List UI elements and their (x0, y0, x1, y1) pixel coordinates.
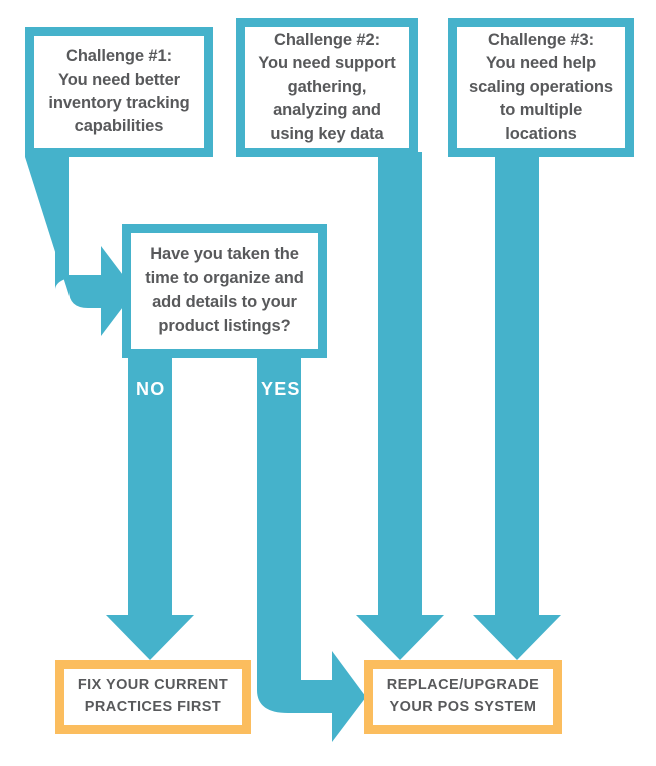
connector-challenge2-to-replace (356, 152, 444, 660)
outcome-replace-text: REPLACE/UPGRADE YOUR POS SYSTEM (386, 677, 540, 715)
outcome-box-replace: REPLACE/UPGRADE YOUR POS SYSTEM (364, 660, 562, 734)
connector-challenge1-elbow (25, 152, 102, 308)
outcome-fix-text: FIX YOUR CURRENT PRACTICES FIRST (77, 677, 229, 715)
decision-box-product-listings: Have you taken the time to organize and … (122, 224, 327, 358)
branch-label-no: NO (136, 379, 166, 399)
challenge-3-text: Challenge #3: You need help scaling oper… (469, 30, 613, 143)
connector-challenge3-to-replace (473, 152, 561, 660)
challenge-2-text: Challenge #2: You need support gathering… (258, 30, 396, 143)
challenge-box-1: Challenge #1: You need better inventory … (25, 27, 213, 157)
challenge-box-2: Challenge #2: You need support gathering… (236, 18, 418, 157)
challenge-box-3: Challenge #3: You need help scaling oper… (448, 18, 634, 157)
connector-no-to-fix (106, 358, 194, 660)
connector-yes-to-replace (257, 358, 366, 742)
decision-text: Have you taken the time to organize and … (145, 245, 304, 335)
challenge-1-text: Challenge #1: You need better inventory … (48, 47, 190, 136)
outcome-box-fix: FIX YOUR CURRENT PRACTICES FIRST (55, 660, 251, 734)
connector-challenge1-body (25, 152, 135, 336)
branch-label-yes: YES (261, 379, 301, 399)
